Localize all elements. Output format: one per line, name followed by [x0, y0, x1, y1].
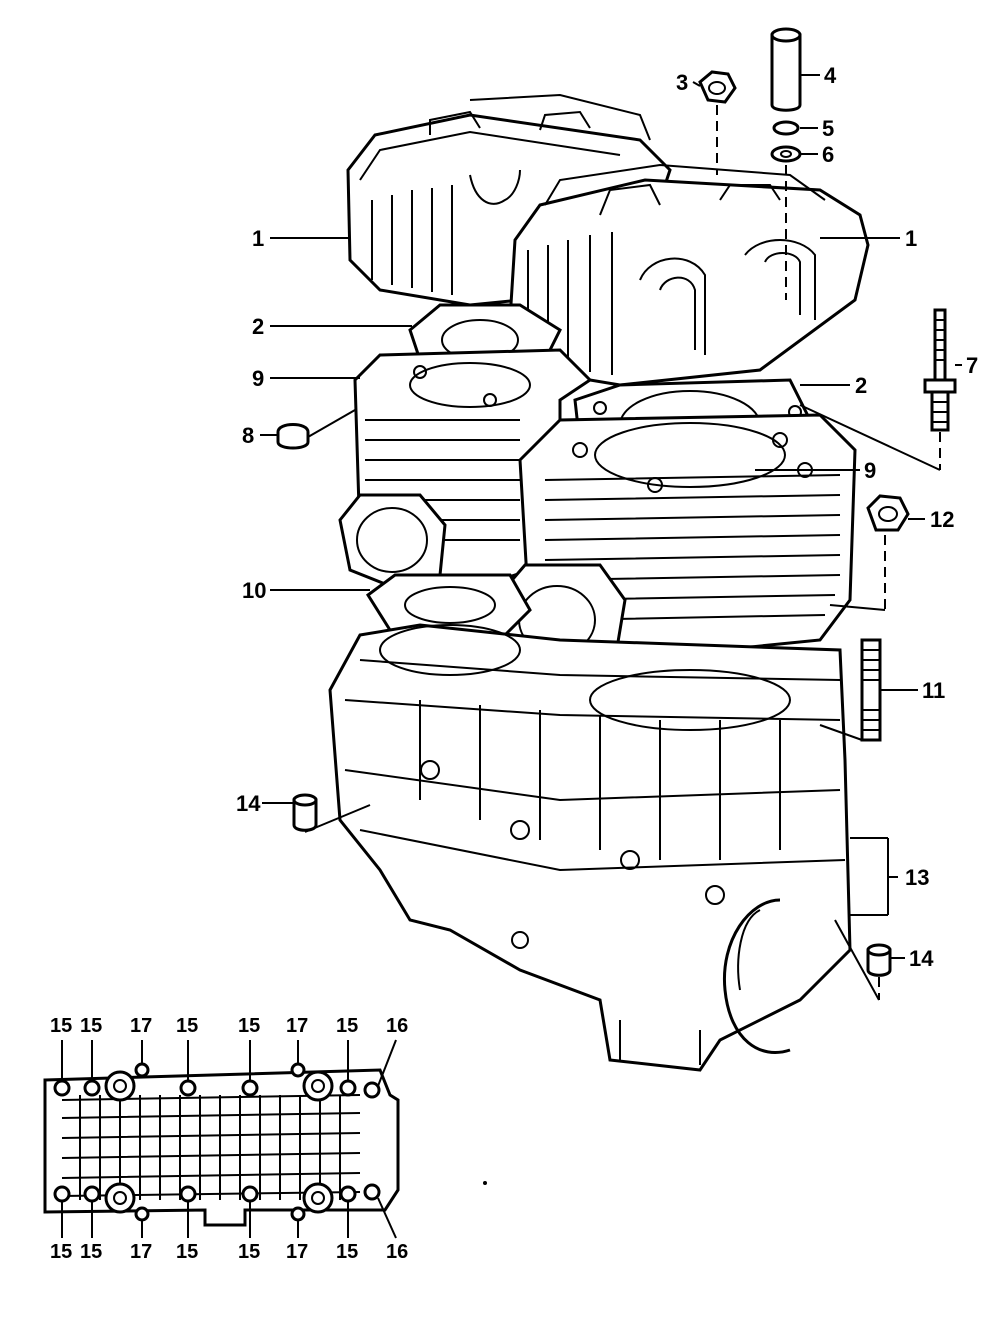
callout-10: 10 — [242, 578, 266, 603]
callout-8: 8 — [242, 423, 254, 448]
bottom-label-top-1: 15 — [50, 1015, 72, 1037]
nut-12 — [866, 494, 910, 532]
callout-13: 13 — [905, 865, 929, 890]
sleeve-4 — [770, 27, 802, 112]
bottom-label-bottom-4: 15 — [176, 1241, 198, 1263]
callout-11: 11 — [922, 678, 945, 703]
callout-3: 3 — [676, 70, 688, 95]
nut-3 — [698, 70, 737, 104]
callout-9-left: 9 — [252, 366, 264, 391]
bottom-label-bottom-8: 16 — [386, 1241, 408, 1263]
stud-7 — [923, 308, 957, 432]
bottom-label-top-5: 15 — [238, 1015, 260, 1037]
bottom-label-top-4: 15 — [176, 1015, 198, 1037]
callout-7: 7 — [966, 353, 978, 378]
callout-5: 5 — [822, 116, 834, 141]
bottom-label-bottom-2: 15 — [80, 1241, 102, 1263]
crankcase — [328, 623, 852, 1072]
washer-6 — [770, 145, 802, 163]
callout-6: 6 — [822, 142, 834, 167]
bottom-label-top-7: 15 — [336, 1015, 358, 1037]
callout-labels: 1 1 2 2 3 4 5 6 7 8 9 9 10 11 12 13 14 1… — [50, 63, 978, 1263]
stray-dot — [483, 1181, 487, 1185]
bottom-label-top-8: 16 — [386, 1015, 408, 1037]
callout-12: 12 — [930, 507, 954, 532]
dowel-14-left — [292, 793, 318, 832]
bottom-label-bottom-6: 17 — [286, 1241, 308, 1263]
bottom-label-bottom-1: 15 — [50, 1241, 72, 1263]
callout-2-left: 2 — [252, 314, 264, 339]
bottom-label-top-2: 15 — [80, 1015, 102, 1037]
callout-14-left: 14 — [236, 791, 261, 816]
intake-port-left — [338, 493, 447, 592]
crankcase-bottom-view — [43, 1039, 400, 1239]
bottom-label-bottom-3: 17 — [130, 1241, 152, 1263]
cylinder-head-right — [508, 163, 870, 387]
callout-2-right: 2 — [855, 373, 867, 398]
callout-1-left: 1 — [252, 226, 264, 251]
bottom-label-top-6: 17 — [286, 1015, 308, 1037]
leader-lines — [260, 74, 962, 1001]
callout-14-right: 14 — [909, 946, 934, 971]
callout-9-right: 9 — [864, 458, 876, 483]
callout-1-right: 1 — [905, 226, 917, 251]
plug-8 — [276, 423, 310, 450]
callout-4: 4 — [824, 63, 837, 88]
bottom-label-bottom-7: 15 — [336, 1241, 358, 1263]
stud-11 — [860, 638, 882, 742]
dowel-14-right — [866, 943, 892, 977]
bottom-label-bottom-5: 15 — [238, 1241, 260, 1263]
washer-5 — [772, 120, 800, 136]
bottom-label-top-3: 17 — [130, 1015, 152, 1037]
